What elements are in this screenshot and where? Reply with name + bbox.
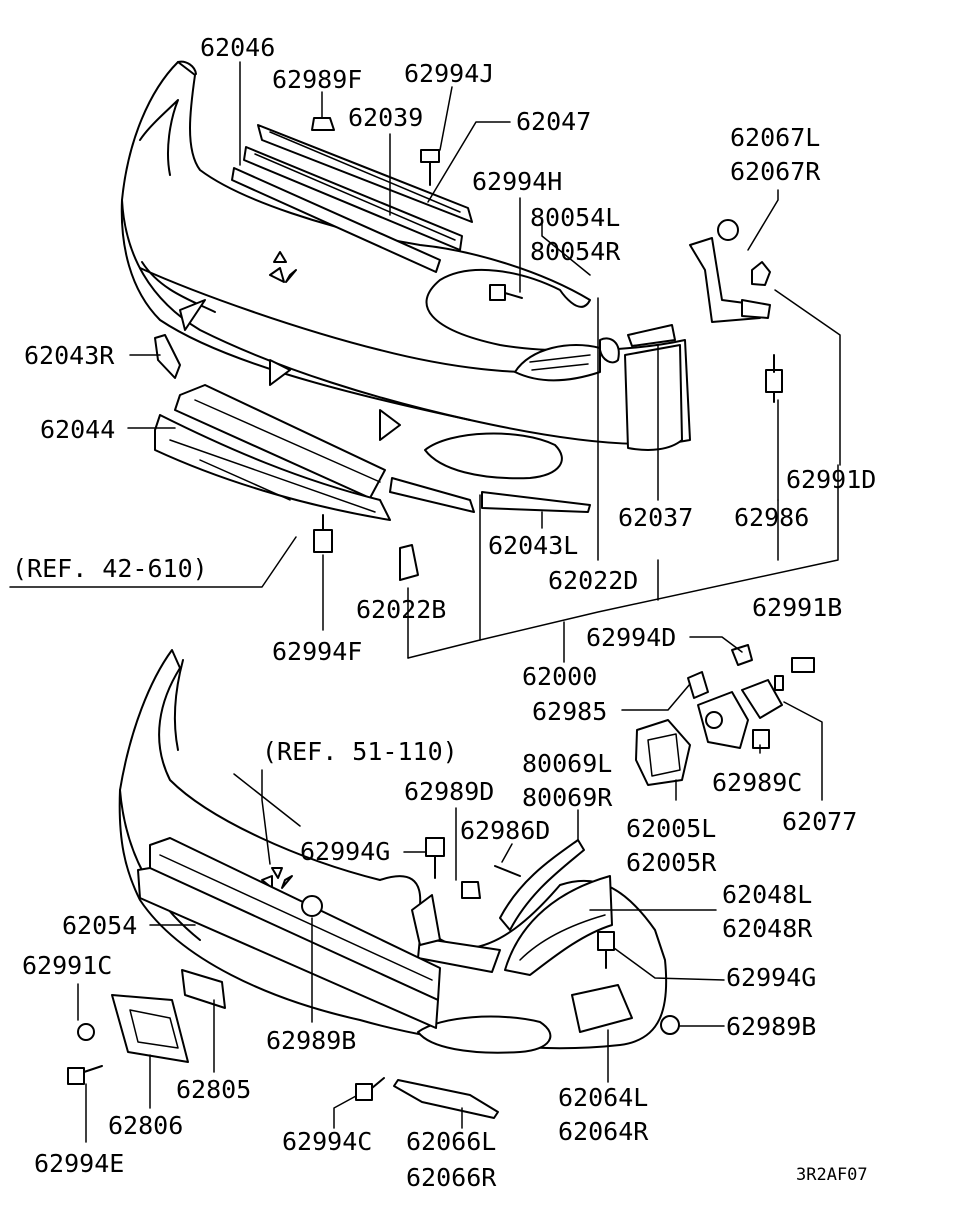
label-62991B: 62991B xyxy=(752,593,842,622)
part-labels: 62046 62989F 62994J 62039 62047 62067L 6… xyxy=(12,33,876,1192)
screw-62986 xyxy=(765,369,783,393)
tow-hook-assembly xyxy=(635,644,815,786)
label-62989F: 62989F xyxy=(272,65,362,94)
fasteners-top xyxy=(311,117,783,581)
label-62805: 62805 xyxy=(176,1075,251,1104)
label-ref42: (REF. 42-610) xyxy=(12,554,208,583)
label-62994G-lower: 62994G xyxy=(726,963,816,992)
label-62994E: 62994E xyxy=(34,1149,124,1178)
label-62994F: 62994F xyxy=(272,637,362,666)
label-62986D: 62986D xyxy=(460,816,550,845)
label-62037: 62037 xyxy=(618,503,693,532)
label-62047: 62047 xyxy=(516,107,591,136)
label-62067L: 62067L xyxy=(730,123,820,152)
label-62067R: 62067R xyxy=(730,157,821,186)
nut-62989B-right xyxy=(660,1015,680,1035)
label-62066R: 62066R xyxy=(406,1163,497,1192)
label-62077: 62077 xyxy=(782,807,857,836)
label-62991C: 62991C xyxy=(22,951,112,980)
nut-62989C xyxy=(752,729,770,749)
plate-62806 xyxy=(111,994,189,1063)
label-62989B-left: 62989B xyxy=(266,1026,356,1055)
strip-62066 xyxy=(393,1079,499,1119)
label-62022B: 62022B xyxy=(356,595,446,624)
screw-62994F xyxy=(313,529,333,553)
bolt-62991B xyxy=(791,657,815,673)
label-62994D: 62994D xyxy=(586,623,676,652)
bracket-62805 xyxy=(181,969,226,1009)
label-62994C: 62994C xyxy=(282,1127,372,1156)
leader-lines xyxy=(9,61,841,1143)
screw-62986D xyxy=(494,865,521,877)
label-ref51: (REF. 51-110) xyxy=(262,737,458,766)
label-62048R: 62048R xyxy=(722,914,813,943)
screw-62994C xyxy=(355,1083,373,1101)
diagram-code: 3R2AF07 xyxy=(796,1165,868,1185)
nut-62989D xyxy=(461,881,481,899)
bracket-62064 xyxy=(571,984,633,1033)
label-62985: 62985 xyxy=(532,697,607,726)
label-62005L: 62005L xyxy=(626,814,716,843)
screw-62994E xyxy=(67,1067,85,1085)
bumper-reinforcement-62054 xyxy=(137,837,441,1029)
nut-62989F xyxy=(311,117,335,131)
side-bracket-parts xyxy=(627,237,771,347)
label-62064R: 62064R xyxy=(558,1117,649,1146)
label-80069R: 80069R xyxy=(522,783,613,812)
clip-62067 xyxy=(717,219,739,241)
screw-62994G-upper xyxy=(425,837,445,857)
label-62066L: 62066L xyxy=(406,1127,496,1156)
fasteners-bottom xyxy=(67,837,680,1119)
label-62064L: 62064L xyxy=(558,1083,648,1112)
label-62039: 62039 xyxy=(348,103,423,132)
label-62005R: 62005R xyxy=(626,848,717,877)
label-62994G-upper: 62994G xyxy=(300,837,390,866)
nut-62989B-left xyxy=(301,895,323,917)
screw-62994J xyxy=(420,149,440,163)
screw-62994G-lower xyxy=(597,931,615,951)
label-62991D: 62991D xyxy=(786,465,876,494)
label-62022D: 62022D xyxy=(548,566,638,595)
label-62989D: 62989D xyxy=(404,777,494,806)
label-62054: 62054 xyxy=(62,911,137,940)
upper-retainer-strips xyxy=(231,124,473,273)
label-62046: 62046 xyxy=(200,33,275,62)
label-80069L: 80069L xyxy=(522,749,612,778)
label-62994H: 62994H xyxy=(472,167,562,196)
label-62044: 62044 xyxy=(40,415,115,444)
label-62989B-right: 62989B xyxy=(726,1012,816,1041)
label-80054R: 80054R xyxy=(530,237,621,266)
label-62043L: 62043L xyxy=(488,531,578,560)
label-62043R: 62043R xyxy=(24,341,115,370)
clip-62991C xyxy=(77,1023,95,1041)
label-62048L: 62048L xyxy=(722,880,812,909)
label-62000: 62000 xyxy=(522,662,597,691)
label-80054L: 80054L xyxy=(530,203,620,232)
screw-62994H xyxy=(489,284,506,301)
label-62986: 62986 xyxy=(734,503,809,532)
label-62989C: 62989C xyxy=(712,768,802,797)
lower-center-panel xyxy=(154,334,591,521)
label-62806: 62806 xyxy=(108,1111,183,1140)
clip-62022B xyxy=(399,544,419,581)
label-62994J: 62994J xyxy=(404,59,494,88)
